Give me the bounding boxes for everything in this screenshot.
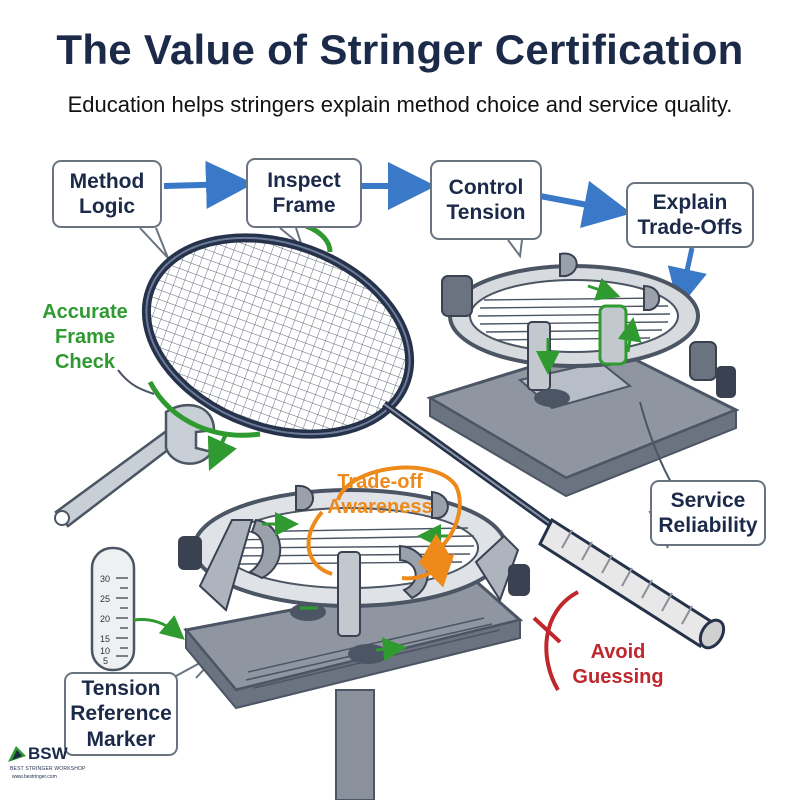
logo-url: www.bestringer.com xyxy=(12,774,57,780)
avoid-guessing-mark xyxy=(532,590,579,692)
callout-explain-tradeoffs: Explain Trade-Offs xyxy=(626,182,754,248)
shuttle-icon xyxy=(8,746,26,762)
frame-check-pointer xyxy=(117,369,155,395)
brand-logo: BSW BEST STRINGER WORKSHOP www.bestringe… xyxy=(6,742,90,798)
gauge-tick: 30 xyxy=(100,574,110,584)
logo-word: BSW xyxy=(28,744,68,763)
page-subtitle: Education helps stringers explain method… xyxy=(67,92,733,117)
flow-arrow-3 xyxy=(539,180,632,229)
label-avoid-guessing: Avoid Guessing xyxy=(572,641,664,688)
label-accurate-frame-check: Accurate Frame Check xyxy=(42,301,128,373)
flow-arrow-4 xyxy=(667,247,707,309)
gauge-tick: 5 xyxy=(103,656,108,666)
flow-arrow-1 xyxy=(163,160,254,209)
gauge-tick: 20 xyxy=(100,614,110,624)
gauge-tick: 25 xyxy=(100,594,110,604)
callout-method-logic: Method Logic xyxy=(52,160,162,228)
logo-tagline: BEST STRINGER WORKSHOP xyxy=(10,766,86,772)
gauge-tick: 15 xyxy=(100,634,110,644)
page-title: The Value of Stringer Certification xyxy=(56,26,744,73)
stringing-machine-bottom xyxy=(178,484,530,800)
racket xyxy=(141,223,726,650)
tension-gauge-icon: 30 25 20 15 10 5 xyxy=(90,546,185,672)
gauge-tick: 10 xyxy=(100,646,110,656)
callout-service-reliability: Service Reliability xyxy=(650,480,766,546)
wrench-icon xyxy=(54,403,216,528)
service-pointer-line xyxy=(639,401,673,485)
label-tradeoff-awareness: Trade-off Awareness xyxy=(327,471,433,518)
callout-tension-reference: Tension Reference Marker xyxy=(64,672,178,756)
callout-inspect-frame: Inspect Frame xyxy=(246,158,362,228)
callout-control-tension: Control Tension xyxy=(430,160,542,240)
tradeoff-loop xyxy=(306,465,462,588)
stringing-machine-top xyxy=(426,252,740,498)
flow-arrows xyxy=(163,160,707,309)
